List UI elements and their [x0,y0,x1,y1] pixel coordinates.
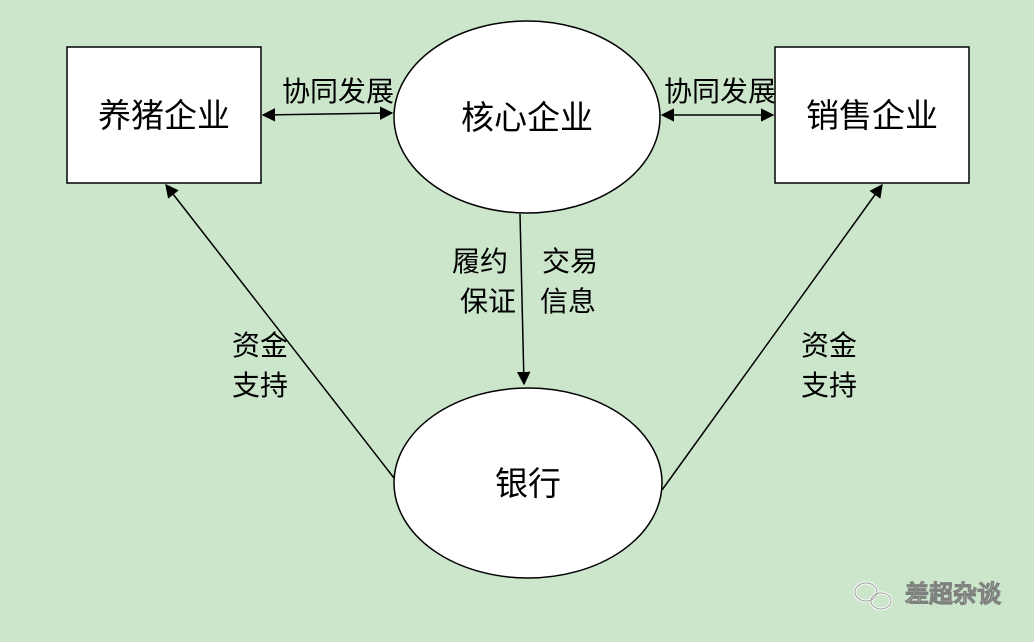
node-core-label: 核心企业 [461,98,593,137]
edge-bank-pig [165,183,395,479]
edge-pig-core [261,106,394,122]
node-bank: 银行 [393,387,663,579]
edge-label-core-bank-right-2: 信息 [540,285,596,318]
node-sales-label: 销售企业 [806,96,938,135]
edge-label-core-bank-left-2: 保证 [460,285,516,318]
edge-label-bank-pig-1: 资金 [232,329,288,362]
watermark-text: 差超杂谈 [905,580,1002,608]
edge-label-core-bank-right-1: 交易 [542,245,598,278]
node-pig-farm: 养猪企业 [66,46,262,184]
node-core: 核心企业 [393,20,661,214]
edge-core-bank [516,213,531,386]
watermark: 差超杂谈 [853,580,1002,611]
edge-label-bank-sales-1: 资金 [801,329,857,362]
wechat-icon [853,581,893,611]
node-pig-farm-label: 养猪企业 [98,96,230,135]
edge-label-bank-pig-2: 支持 [232,369,288,402]
edge-label-pig-core: 协同发展 [282,75,394,108]
edge-label-bank-sales-2: 支持 [801,369,857,402]
node-sales: 销售企业 [774,46,970,184]
node-bank-label: 银行 [495,464,561,503]
edge-label-core-sales: 协同发展 [664,75,776,108]
edge-bank-sales [661,183,883,491]
edge-label-core-bank-left-1: 履约 [452,245,508,278]
